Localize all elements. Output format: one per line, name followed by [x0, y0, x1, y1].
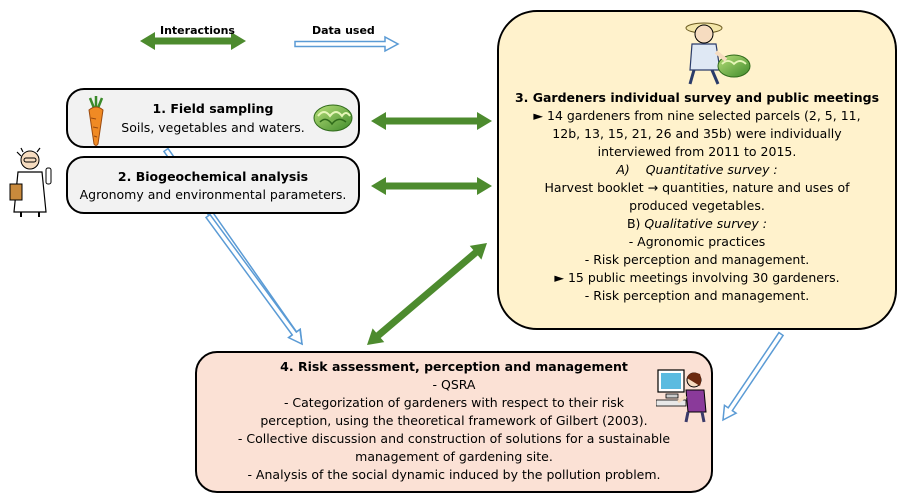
box3-quant-marker: A)	[616, 162, 630, 177]
box1-title: 1. Field sampling	[152, 101, 274, 116]
box3-quantitative-heading: A) Quantitative survey :	[499, 161, 895, 179]
gardener-icon	[685, 22, 751, 85]
box3-title: 3. Gardeners individual survey and publi…	[514, 90, 880, 105]
box3-line9: - Risk perception and management.	[584, 252, 810, 267]
computer-user-icon	[656, 369, 707, 423]
box3-line6: produced vegetables.	[629, 198, 765, 213]
legend-data-used-arrow	[294, 35, 400, 53]
box4-line3: perception, using the theoretical framew…	[260, 413, 648, 428]
box1-text: Soils, vegetables and waters.	[121, 120, 305, 135]
box4-title: 4. Risk assessment, perception and manag…	[280, 359, 628, 374]
box3-line8: - Agronomic practices	[628, 234, 766, 249]
box4-line2: - Categorization of gardeners with respe…	[283, 395, 625, 410]
scientist-icon	[9, 147, 52, 217]
legend-data-used-label: Data used	[312, 24, 375, 37]
box3-qual-marker: B)	[626, 216, 641, 231]
box3-line2: 12b, 13, 15, 21, 26 and 35b) were indivi…	[552, 126, 842, 141]
box4-line6: - Analysis of the social dynamic induced…	[247, 467, 661, 482]
box3-qual-label: Qualitative survey :	[644, 216, 768, 231]
legend-interactions-label: Interactions	[160, 24, 235, 37]
box3-line1: ► 14 gardeners from nine selected parcel…	[533, 108, 861, 123]
arrow-box2-to-box4	[204, 213, 303, 346]
box3-qualitative-heading: B) Qualitative survey :	[499, 215, 895, 233]
arrow-box1-box3	[371, 112, 492, 130]
box3-line11: - Risk perception and management.	[584, 288, 810, 303]
box-biogeochemical-analysis: 2. Biogeochemical analysis Agronomy and …	[66, 156, 360, 214]
arrow-box2-box3	[371, 177, 492, 195]
legend-interactions-arrow	[140, 32, 246, 50]
box4-line4: - Collective discussion and construction…	[237, 431, 671, 446]
box4-line1: - QSRA	[432, 377, 476, 392]
box-field-sampling: 1. Field sampling Soils, vegetables and …	[66, 88, 360, 148]
box2-text: Agronomy and environmental parameters.	[79, 187, 347, 202]
box3-line5: Harvest booklet → quantities, nature and…	[544, 180, 850, 195]
box-risk-assessment: 4. Risk assessment, perception and manag…	[195, 351, 713, 493]
arrow-box3-box4	[367, 243, 487, 345]
box3-line3: interviewed from 2011 to 2015.	[597, 144, 797, 159]
lettuce-icon	[313, 104, 353, 132]
box2-title: 2. Biogeochemical analysis	[117, 169, 309, 184]
box3-quant-label: Quantitative survey :	[645, 162, 778, 177]
arrow-box3-to-box4	[722, 331, 785, 422]
box4-line5: management of gardening site.	[355, 449, 553, 464]
box3-line10: ► 15 public meetings involving 30 garden…	[554, 270, 840, 285]
carrot-icon	[88, 96, 104, 146]
